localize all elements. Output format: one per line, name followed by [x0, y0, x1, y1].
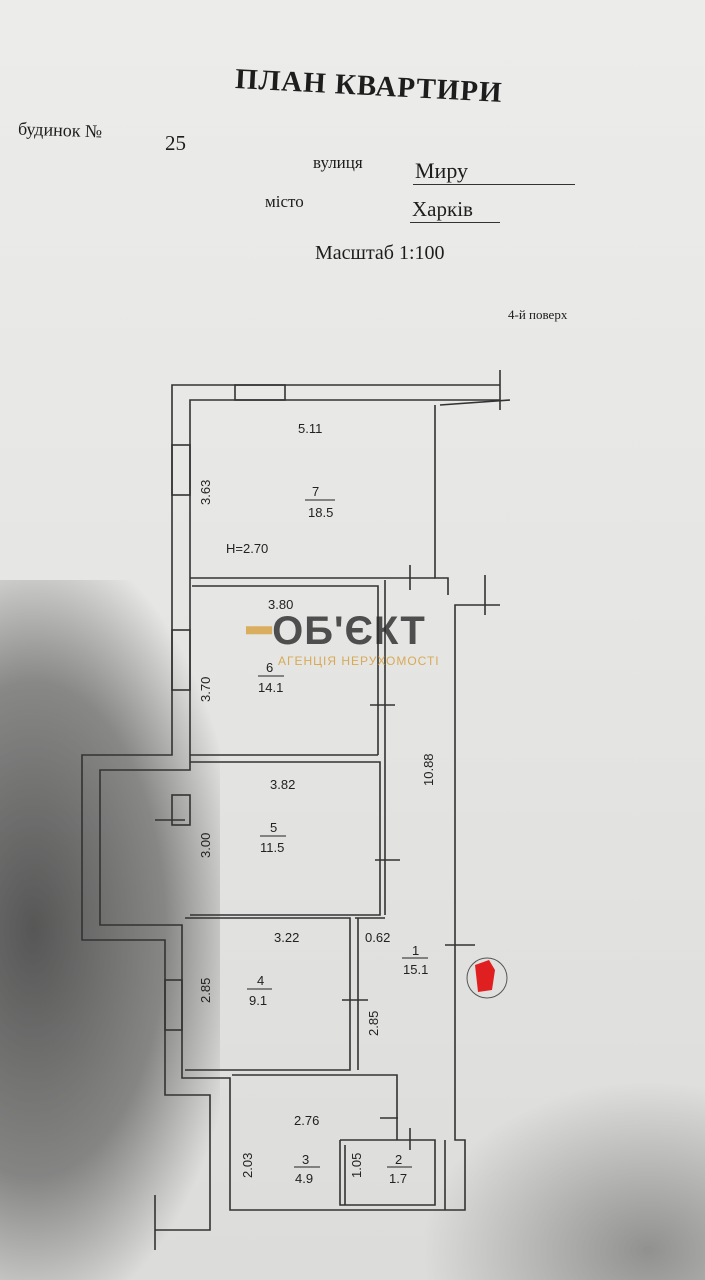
watermark-logo: ━ОБ'ЄКТ [247, 608, 426, 654]
key-icon: ━ [247, 609, 273, 653]
city-label: місто [265, 192, 304, 211]
room-number: 7 [312, 484, 319, 499]
red-mark [475, 960, 495, 992]
dim-label: 3.22 [274, 930, 299, 945]
dim-label: 3.70 [198, 677, 213, 702]
street-label: вулиця [313, 153, 363, 172]
dim-label: 3.63 [198, 480, 213, 505]
dim-label: 10.88 [421, 753, 436, 786]
room-area: 11.5 [260, 840, 284, 855]
dim-label: 2.03 [240, 1153, 255, 1178]
photo-shadow [0, 580, 220, 1280]
city-value: Харків [410, 197, 500, 223]
watermark-brand: ОБ'ЄКТ [272, 609, 426, 653]
room-area: 1.7 [389, 1171, 407, 1186]
street-value: Миру [413, 158, 575, 185]
room-area: 18.5 [308, 505, 333, 520]
room-number: 3 [302, 1152, 309, 1167]
room-number: 2 [395, 1152, 402, 1167]
dim-label: 3.00 [198, 833, 213, 858]
plan-labels: 5.11 3.63 7 18.5 H=2.70 3.80 3.70 6 14.1… [198, 421, 436, 1186]
dim-label: 3.80 [268, 597, 293, 612]
dim-label: 2.85 [366, 1011, 381, 1036]
house-number: 25 [165, 131, 186, 155]
dim-label: 5.11 [298, 421, 322, 436]
dim-label: 2.76 [294, 1113, 319, 1128]
photo-shadow [420, 1080, 705, 1280]
room-number: 4 [257, 973, 264, 988]
room-area: 15.1 [403, 962, 428, 977]
dim-label: 1.05 [349, 1153, 364, 1178]
walls [81, 370, 511, 1250]
room-number: 5 [270, 820, 277, 835]
watermark-subtitle: АГЕНЦІЯ НЕРУХОМОСТІ [278, 654, 440, 668]
room-area: 4.9 [295, 1171, 313, 1186]
ceiling-height: H=2.70 [226, 541, 268, 556]
room-area: 9.1 [249, 993, 267, 1008]
scale-label: Масштаб 1:100 [315, 242, 445, 264]
dim-label: 3.82 [270, 777, 295, 792]
room-number: 1 [412, 943, 419, 958]
dim-label: 0.62 [365, 930, 390, 945]
entrance-marker [466, 957, 508, 999]
room-area: 14.1 [258, 680, 283, 695]
floor-label: 4-й поверх [508, 307, 568, 322]
room-number: 6 [266, 660, 273, 675]
dim-label: 2.85 [198, 978, 213, 1003]
